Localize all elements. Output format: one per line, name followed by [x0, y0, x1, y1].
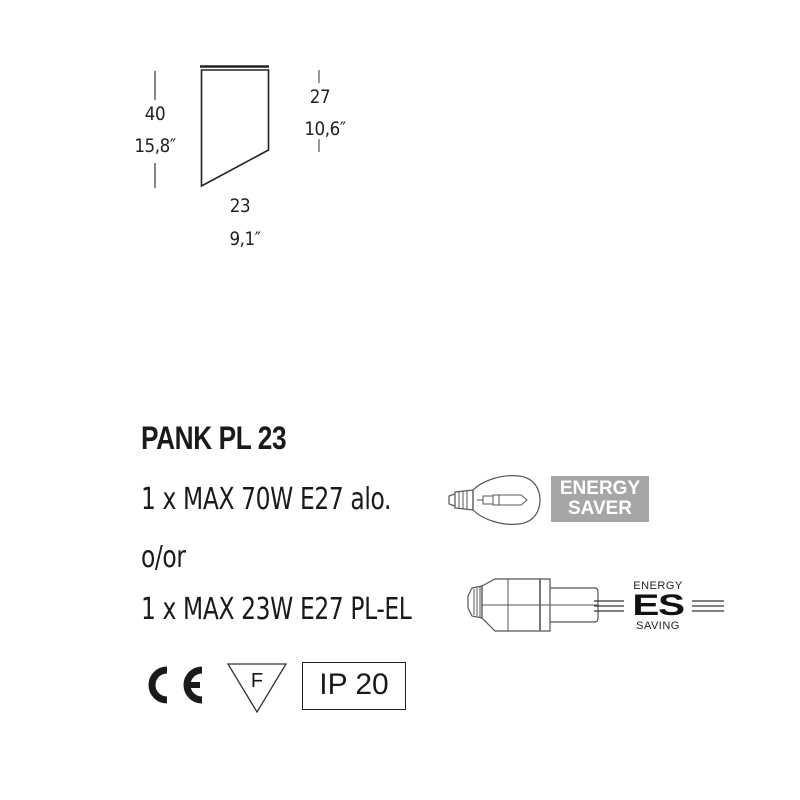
height-inch: 15,8″: [134, 135, 176, 157]
width-cm: 23: [229, 195, 251, 217]
es-logo-lines-icon: [594, 600, 724, 612]
option-separator: o/or: [141, 540, 186, 575]
energy-saving-es-logo: ENERGY ES SAVING: [594, 580, 724, 634]
energy-saver-line1: ENERGY: [559, 478, 641, 499]
product-title: PANK PL 23: [141, 420, 287, 456]
halogen-bulb-icon: [448, 475, 541, 525]
f-mark-text: F: [250, 670, 264, 692]
lamp-profile-icon: [154, 65, 320, 188]
ce-mark-icon: [148, 666, 203, 704]
compact-fluorescent-bulb-icon: [467, 578, 599, 632]
es-logo-top-text: ENERGY: [633, 580, 683, 592]
energy-saver-badge: ENERGY SAVER: [551, 476, 649, 522]
f-mark: F: [226, 660, 288, 716]
ip-rating-badge: IP 20: [302, 662, 406, 710]
es-logo-bottom-text: SAVING: [636, 620, 680, 632]
lamp-option-halogen: 1 x MAX 70W E27 alo.: [141, 482, 392, 517]
height-cm: 40: [144, 103, 166, 125]
dimension-drawing: 40 15,8″ 27 10,6″ 23 9,1″: [0, 0, 400, 260]
es-logo-main-text: ES: [632, 589, 685, 622]
triangle-icon: [226, 663, 288, 714]
width-inch: 9,1″: [229, 228, 261, 250]
lamp-option-pl-el: 1 x MAX 23W E27 PL-EL: [141, 592, 412, 627]
side-height-inch: 10,6″: [304, 118, 346, 140]
energy-saver-line2: SAVER: [567, 498, 633, 519]
side-height-cm: 27: [309, 86, 331, 108]
